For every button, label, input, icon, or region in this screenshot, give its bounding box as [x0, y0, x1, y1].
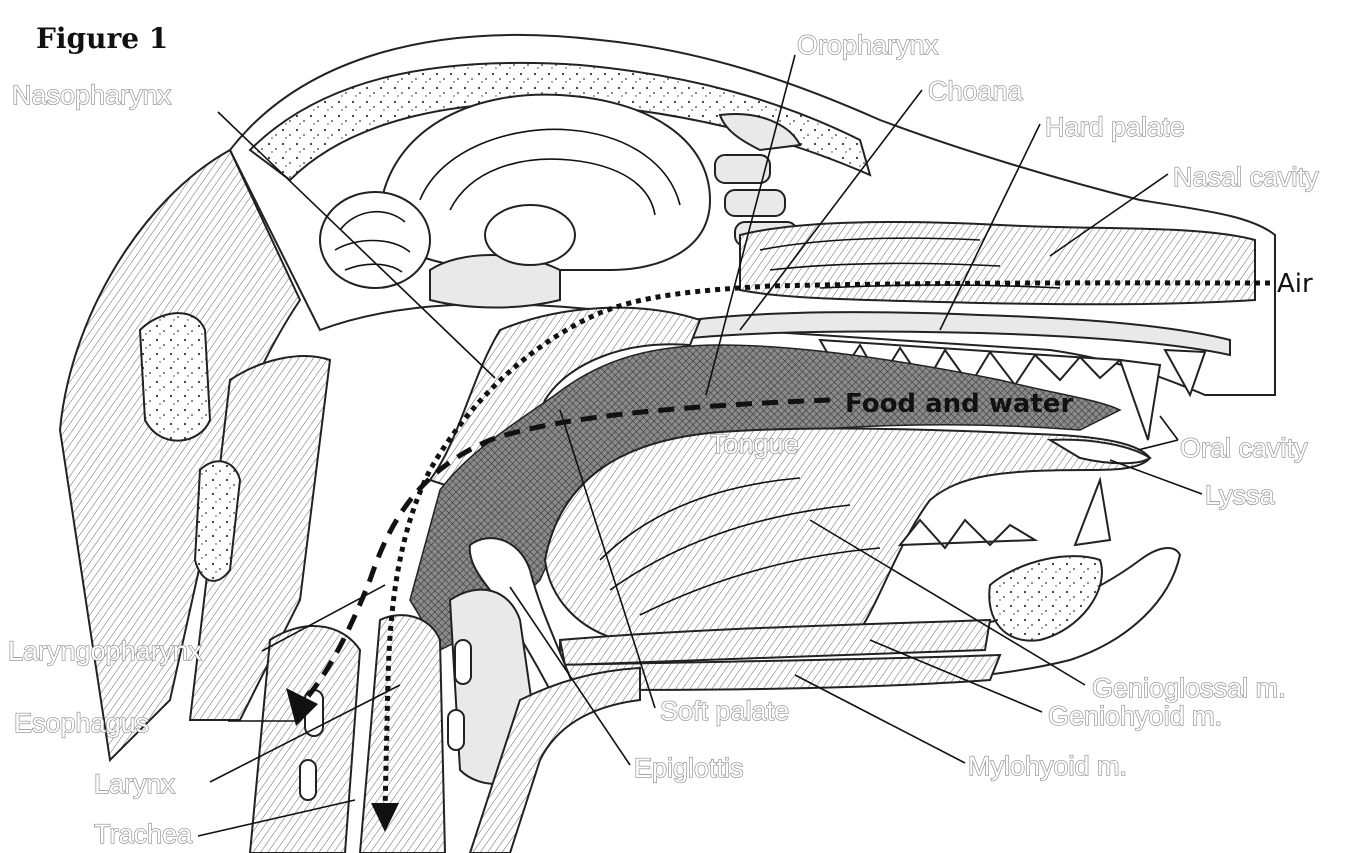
label-tongue: Tongue: [710, 429, 799, 459]
label-air: Air: [1277, 269, 1313, 299]
laryngeal-ring-2: [448, 710, 464, 750]
leader-lyssa: [1110, 460, 1202, 494]
nasal-cavity: [740, 222, 1255, 304]
trachea-tube: [360, 615, 445, 853]
label-larynx: Larynx: [94, 769, 176, 799]
label-oropharynx: Oropharynx: [797, 30, 939, 60]
lower-canine: [1075, 480, 1110, 545]
upper-canine: [1120, 360, 1160, 440]
label-mylohyoid: Mylohyoid m.: [968, 751, 1127, 781]
label-nasopharynx: Nasopharynx: [12, 80, 172, 110]
label-hard-palate: Hard palate: [1045, 112, 1185, 142]
label-genioglossal: Genioglossal m.: [1092, 673, 1286, 703]
label-geniohyoid: Geniohyoid m.: [1048, 701, 1222, 731]
leader-mylohyoid: [795, 675, 965, 763]
label-trachea: Trachea: [94, 819, 193, 849]
label-esophagus: Esophagus: [14, 708, 149, 738]
thalamus: [485, 205, 575, 265]
laryngeal-ring-1: [455, 640, 471, 684]
label-epiglottis: Epiglottis: [634, 753, 744, 783]
label-nasal-cavity: Nasal cavity: [1173, 162, 1319, 192]
sinus-segment-2: [725, 190, 785, 216]
sinus-segment-1: [715, 155, 770, 183]
label-lyssa: Lyssa: [1205, 480, 1276, 510]
label-choana: Choana: [928, 76, 1024, 106]
cervical-vertebra: [140, 313, 210, 441]
label-laryngopharynx: Laryngopharynx: [8, 636, 202, 666]
lower-teeth: [900, 520, 1035, 548]
label-food-and-water: Food and water: [845, 389, 1073, 419]
label-oral-cavity: Oral cavity: [1180, 433, 1308, 463]
label-soft-palate: Soft palate: [660, 696, 789, 726]
tracheal-ring-2: [300, 760, 316, 800]
